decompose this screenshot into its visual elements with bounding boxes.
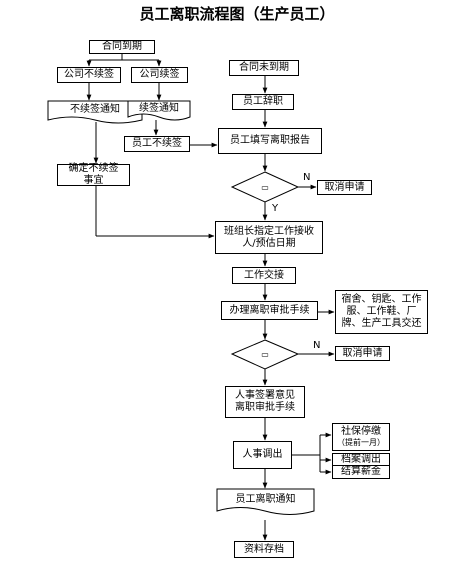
doc-shape-no-renew-notice [47,100,143,124]
node-contract-not-expired: 合同未到期 [229,60,299,76]
node-hr-sign: 人事签署意见离职审批手续 [225,386,305,418]
node-fill-report: 员工填写离职报告 [218,128,322,154]
doc-shape-renew-notice [127,100,191,121]
doc-shape-leave-notice [216,488,315,515]
decision-diamond-2 [230,339,300,370]
node-company-no-renew: 公司不续签 [57,67,121,83]
label-y-1: Y [272,203,279,214]
node-leave-notice: 员工离职通知 [235,494,296,505]
node-company-renew: 公司续签 [131,67,188,83]
node-confirm-no-renew: 确定不续签事宜 [57,163,130,186]
node-employee-resign: 员工辞职 [232,94,294,110]
node-social-security-note: （提前一月） [337,438,385,447]
node-settle-salary: 结算薪金 [332,465,390,479]
node-return-items: 宿舍、钥匙、工作服、工作鞋、厂牌、生产工具交还 [335,290,428,334]
node-cancel-1: 取消申请 [317,180,372,195]
node-employee-no-renew: 员工不续签 [124,136,190,152]
node-hr-transfer: 人事调出 [233,441,292,469]
decision-1-glyph: ▭ [261,183,269,192]
node-archive: 资料存档 [234,541,294,558]
node-social-security-label: 社保停缴 [341,426,381,437]
page-title: 员工离职流程图（生产员工） [139,5,335,23]
node-contract-expired: 合同到期 [89,40,155,54]
node-no-renew-notice: 不续签通知 [70,104,120,115]
label-n-1: N [303,172,311,183]
node-renew-notice: 续签通知 [139,103,179,114]
decision-diamond-1 [230,171,300,203]
node-approval: 办理离职审批手续 [221,301,318,320]
node-leader-assign: 班组长指定工作接收人/预估日期 [215,221,323,254]
node-cancel-2: 取消申请 [335,346,390,361]
decision-2-glyph: ▭ [261,350,269,359]
node-social-security: 社保停缴 （提前一月） [332,423,390,451]
label-n-2: N [313,340,321,351]
node-handover: 工作交接 [232,267,296,284]
